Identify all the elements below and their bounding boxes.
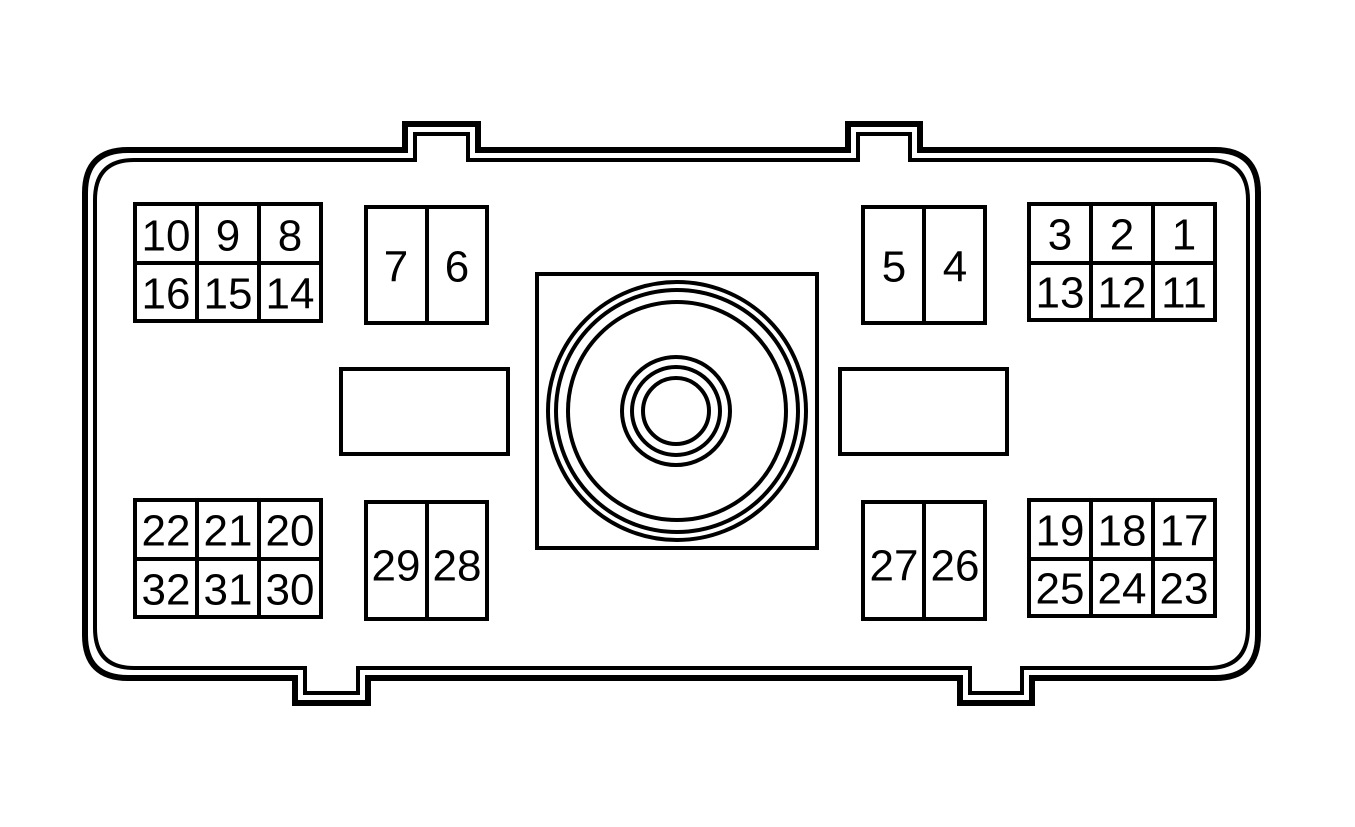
- pin-26: 26: [931, 542, 980, 591]
- housing-inner-outline: [93, 132, 1250, 695]
- pin-29: 29: [372, 542, 421, 591]
- pin-11: 11: [1161, 269, 1207, 318]
- pin-2: 2: [1110, 211, 1134, 260]
- center-square: [535, 272, 819, 550]
- pin-21: 21: [204, 507, 253, 556]
- inner-ring-2: [630, 365, 722, 457]
- pin-22: 22: [142, 507, 191, 556]
- pin-6: 6: [445, 243, 469, 292]
- pin-30: 30: [266, 566, 315, 615]
- pin-31: 31: [204, 566, 253, 615]
- outer-ring-1: [546, 280, 808, 542]
- pin-19: 19: [1036, 507, 1085, 556]
- inner-ring-3: [641, 376, 711, 446]
- pin-block-bottom-right: 19 18 17 25 24 23: [1027, 498, 1217, 618]
- connector-housing: [82, 121, 1261, 706]
- pin-24: 24: [1098, 565, 1147, 614]
- pin-pair-bottom-left: 29 28: [364, 500, 489, 621]
- pin-18: 18: [1098, 507, 1147, 556]
- pin-25: 25: [1036, 565, 1085, 614]
- center-boss: [535, 272, 819, 550]
- pin-15: 15: [204, 270, 253, 319]
- pin-17: 17: [1160, 507, 1209, 556]
- pin-pair-top-left: 7 6: [364, 205, 489, 325]
- pin-3: 3: [1048, 211, 1072, 260]
- pin-32: 32: [142, 566, 191, 615]
- outer-ring-2: [554, 288, 800, 534]
- pin-27: 27: [870, 542, 919, 591]
- pin-23: 23: [1160, 565, 1209, 614]
- pin-8: 8: [278, 212, 302, 261]
- pin-14: 14: [266, 270, 315, 319]
- pin-5: 5: [882, 243, 906, 292]
- outer-ring-3: [566, 300, 788, 522]
- pin-16: 16: [142, 270, 191, 319]
- pin-4: 4: [943, 243, 967, 292]
- pin-block-top-right: 3 2 1 13 12 11: [1027, 202, 1217, 322]
- pin-block-bottom-left: 22 21 20 32 31 30: [133, 498, 323, 619]
- pin-10: 10: [142, 212, 191, 261]
- pin-20: 20: [266, 507, 315, 556]
- pin-9: 9: [216, 212, 240, 261]
- pin-28: 28: [433, 542, 482, 591]
- pin-12: 12: [1098, 269, 1147, 318]
- pin-pair-top-right: 5 4: [861, 205, 987, 325]
- slot-right: [838, 367, 1009, 456]
- pin-block-top-left: 10 9 8 16 15 14: [133, 202, 323, 323]
- inner-ring-1: [620, 355, 732, 467]
- pin-7: 7: [384, 243, 408, 292]
- slot-left: [339, 367, 510, 456]
- pin-pair-bottom-right: 27 26: [861, 500, 987, 621]
- pin-1: 1: [1172, 211, 1196, 260]
- pin-13: 13: [1036, 269, 1085, 318]
- housing-outer-outline: [82, 121, 1261, 706]
